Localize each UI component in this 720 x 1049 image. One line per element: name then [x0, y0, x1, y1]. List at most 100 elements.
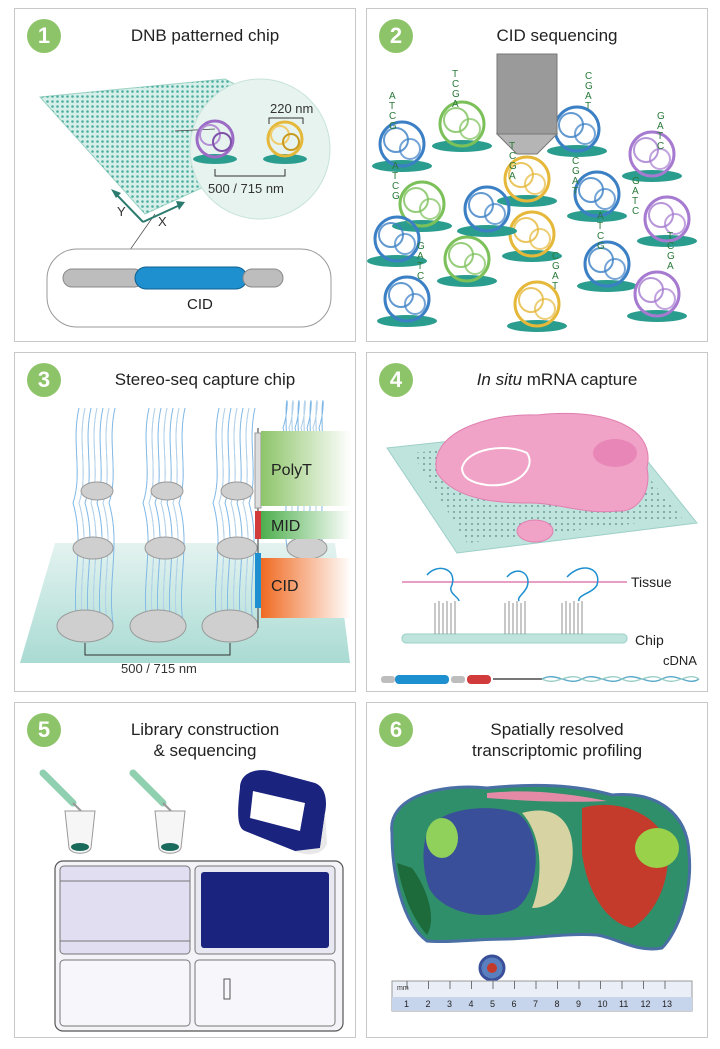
oligo-strand — [160, 407, 168, 624]
dnb-ball — [627, 270, 687, 322]
oligo-strand — [96, 407, 104, 624]
cid-label: CID — [271, 578, 299, 595]
base-letter: T — [417, 261, 423, 272]
axis-x-label: X — [158, 214, 167, 229]
oligo-strand — [230, 407, 238, 624]
oligo-strand — [306, 400, 314, 549]
base-letter: G — [452, 89, 460, 100]
oligo-strand — [148, 407, 156, 624]
dnb-ball-yellow — [263, 120, 307, 164]
ruler-tick-label: 3 — [447, 999, 452, 1009]
oligo-strand — [84, 407, 92, 624]
polyt-label: PolyT — [271, 462, 312, 479]
oligo-strand — [224, 407, 232, 624]
sequencing-objective — [495, 53, 559, 155]
ruler-tick-label: 8 — [555, 999, 560, 1009]
oligo-strand — [294, 400, 302, 549]
base-letter: T — [597, 221, 603, 232]
base-letter: T — [572, 186, 578, 197]
base-letter: C — [657, 141, 664, 152]
base-letter: T — [585, 101, 591, 112]
base-letter: C — [552, 251, 559, 262]
step-number-badge: 2 — [379, 19, 413, 53]
dnb-ball — [567, 170, 627, 222]
base-letter: G — [657, 111, 665, 122]
pitch-label: 500 / 715 nm — [208, 181, 284, 196]
capture-chip-illustration: PolyT MID CID 500 / 715 nm — [20, 400, 351, 676]
ruler-tick-label: 12 — [641, 999, 651, 1009]
oligo-strand — [218, 407, 226, 624]
base-letter: A — [572, 176, 579, 187]
panel-title: Library construction& sequencing — [130, 720, 280, 760]
dnb-ball — [377, 275, 437, 327]
oligo-strand — [236, 407, 244, 624]
dnb-ball — [392, 180, 452, 232]
ruler-tick-label: 10 — [598, 999, 608, 1009]
base-letter: T — [392, 171, 398, 182]
ruler-unit: mm — [397, 985, 409, 992]
oligo-strand — [108, 407, 116, 624]
base-letter: C — [632, 206, 639, 217]
ruler-tick-label: 11 — [619, 999, 628, 1009]
base-letter: A — [597, 211, 604, 222]
base-letter: A — [392, 161, 399, 172]
mrna-capture-illustration: Tissue Chip cDNA — [381, 412, 700, 684]
sequencer-device — [238, 770, 327, 855]
panel-in-situ-mrna-capture: 4 In situ mRNA capture Tissue Chip — [366, 352, 708, 692]
base-letter: C — [667, 241, 674, 252]
flow-cell-display — [54, 860, 344, 1032]
base-letter: C — [509, 151, 516, 162]
oligo-strand — [242, 407, 250, 624]
dnb-cluster — [367, 100, 697, 332]
panel-title: DNB patterned chip — [130, 26, 280, 45]
mid-label: MID — [271, 518, 300, 535]
dnb-ball — [367, 215, 427, 267]
oligo-strand — [78, 407, 86, 624]
base-letter: T — [452, 69, 458, 80]
base-letter: A — [657, 121, 664, 132]
panel-library-construction: 5 Library construction& sequencing — [14, 702, 356, 1038]
dnb-ball — [437, 235, 497, 287]
base-letter: C — [452, 79, 459, 90]
base-letter: T — [667, 231, 673, 242]
oligo-strand — [166, 407, 174, 624]
size-label: 220 nm — [270, 101, 313, 116]
dnb-ball — [507, 280, 567, 332]
oligo-strand — [248, 407, 256, 624]
base-letter: A — [389, 91, 396, 102]
oligo-strands — [72, 400, 326, 624]
base-letter: A — [632, 186, 639, 197]
base-letter: T — [552, 281, 558, 292]
base-letter: G — [392, 191, 400, 202]
oligo-structure-legend: PolyT MID CID — [254, 428, 351, 628]
oligo-strand — [282, 400, 290, 549]
oligo-strand — [90, 407, 98, 624]
oligo-strand — [142, 407, 150, 624]
pipette-tube-2 — [129, 769, 186, 854]
dnb-ball — [622, 130, 682, 182]
tissue-section — [435, 412, 649, 543]
cid-label: CID — [187, 296, 213, 313]
base-letter: A — [509, 171, 516, 182]
capture-probes — [434, 601, 583, 634]
base-letter: G — [572, 166, 580, 177]
spatial-tissue-map — [390, 783, 692, 982]
oligo-strand — [300, 400, 308, 549]
capture-spots — [56, 481, 328, 643]
axis-arrows — [111, 189, 185, 223]
dnb-ball — [497, 155, 557, 207]
oligo-strand — [172, 407, 180, 624]
step-number-badge: 5 — [27, 713, 61, 747]
dnb-ball — [637, 195, 697, 247]
dnb-ball — [432, 100, 492, 152]
pipette-tube-1 — [39, 769, 96, 854]
base-letter: G — [597, 241, 605, 252]
oligo-strand — [102, 407, 110, 624]
cid-sequencing-illustration: ATCGTCGACGATGATCATCGTCGACGATGATCATCGTCGA… — [367, 53, 697, 332]
ruler-tick-label: 6 — [512, 999, 517, 1009]
pitch-label: 500 / 715 nm — [121, 661, 197, 676]
oligo-strand — [72, 407, 80, 624]
base-letter: T — [632, 196, 638, 207]
